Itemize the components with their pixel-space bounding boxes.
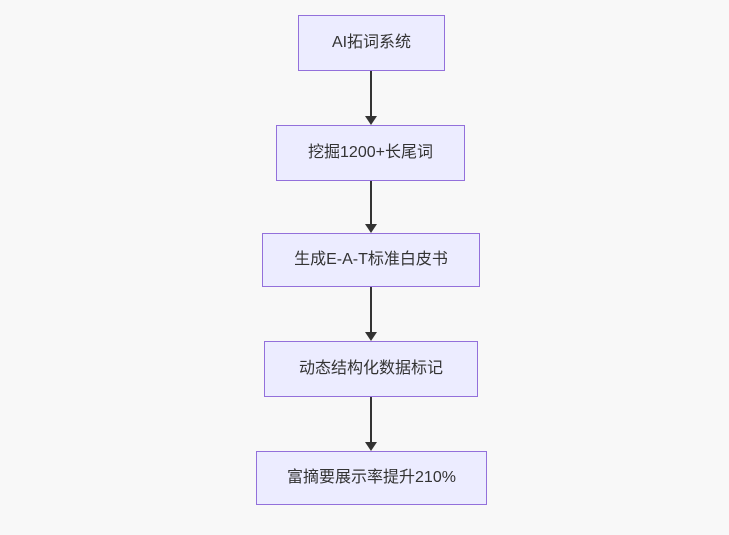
flow-edge-arrow-down-icon bbox=[364, 287, 378, 341]
arrow-shaft bbox=[370, 397, 372, 444]
flow-node-dynamic-structured-data-markup: 动态结构化数据标记 bbox=[264, 341, 478, 397]
flow-node-rich-snippet-rate-increase: 富摘要展示率提升210% bbox=[256, 451, 487, 505]
arrowhead-icon bbox=[365, 224, 377, 233]
flow-node-label: 生成E-A-T标准白皮书 bbox=[294, 251, 448, 269]
arrowhead-icon bbox=[365, 332, 377, 341]
flow-node-label: 富摘要展示率提升210% bbox=[287, 469, 456, 487]
arrow-shaft bbox=[370, 287, 372, 334]
arrowhead-icon bbox=[365, 116, 377, 125]
arrowhead-icon bbox=[365, 442, 377, 451]
flow-node-mine-longtail-keywords: 挖掘1200+长尾词 bbox=[276, 125, 465, 181]
flow-node-generate-eat-whitepaper: 生成E-A-T标准白皮书 bbox=[262, 233, 480, 287]
flow-edge-arrow-down-icon bbox=[364, 397, 378, 451]
flow-edge-arrow-down-icon bbox=[364, 71, 378, 125]
flow-node-label: AI拓词系统 bbox=[331, 34, 412, 52]
flow-edge-arrow-down-icon bbox=[364, 181, 378, 233]
flow-node-ai-word-expansion-system: AI拓词系统 bbox=[298, 15, 445, 71]
flow-node-label: 挖掘1200+长尾词 bbox=[308, 144, 433, 162]
arrow-shaft bbox=[370, 181, 372, 226]
arrow-shaft bbox=[370, 71, 372, 118]
flow-node-label: 动态结构化数据标记 bbox=[298, 360, 443, 378]
